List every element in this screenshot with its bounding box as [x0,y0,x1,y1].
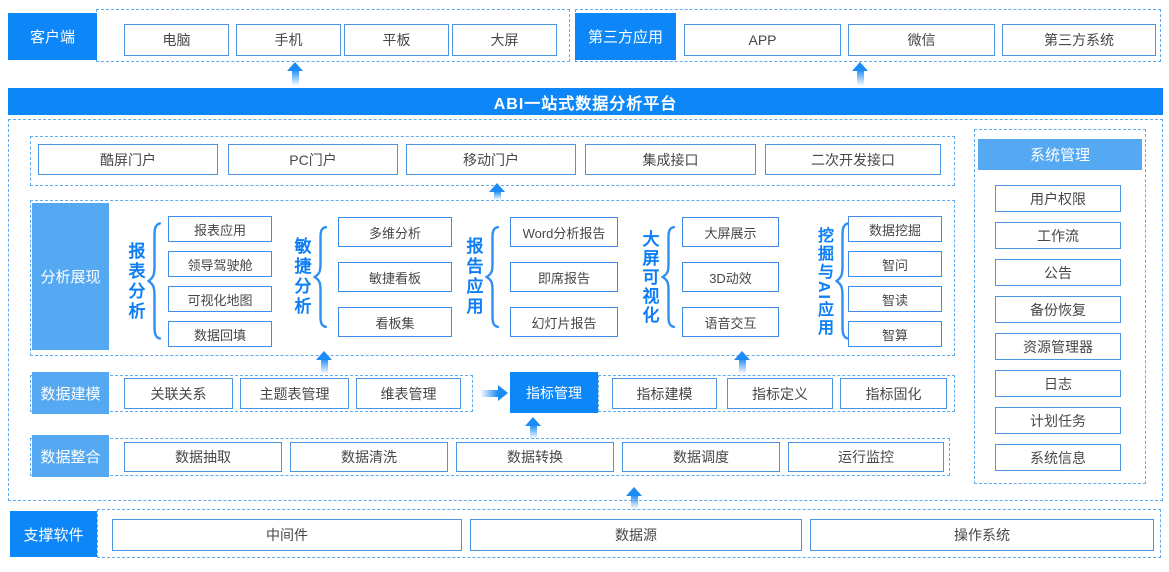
analysis-item: 大屏展示 [682,217,779,247]
analysis-item: 智读 [848,286,942,312]
analysis-label: 分析展现 [32,203,109,350]
integration-frame [30,438,950,476]
platform-banner: ABI一站式数据分析平台 [8,88,1163,115]
integration-item: 数据清洗 [290,442,448,472]
modeling-frame [30,375,473,412]
third-party-item: 微信 [848,24,995,56]
brace-icon [661,225,676,329]
modeling-item: 主题表管理 [240,378,349,409]
arrow-up-icon [287,62,303,86]
third-party-label: 第三方应用 [575,13,676,60]
arrow-right-icon [480,385,508,401]
system-item: 备份恢复 [995,296,1121,323]
system-label: 系统管理 [978,139,1142,170]
portal-box: PC门户 [228,144,398,175]
indicator-frame [598,375,955,412]
arrow-up-icon [626,487,642,509]
system-item: 公告 [995,259,1121,286]
indicator-item: 指标固化 [840,378,947,409]
analysis-item: 幻灯片报告 [510,307,618,337]
third-party-item: 第三方系统 [1002,24,1156,56]
arrow-up-icon [316,351,332,374]
analysis-item: Word分析报告 [510,217,618,247]
third-party-item: APP [684,24,841,56]
support-item: 中间件 [112,519,462,551]
arrow-up-icon [489,183,505,200]
brace-icon [147,221,162,341]
system-item: 日志 [995,370,1121,397]
brace-icon [835,221,850,341]
support-label: 支撑软件 [10,511,97,557]
analysis-group-title: 报告应用 [463,237,483,317]
portal-box: 移动门户 [406,144,576,175]
client-label: 客户端 [8,13,97,60]
client-item: 平板 [344,24,449,56]
analysis-item: 敏捷看板 [338,262,452,292]
system-item: 资源管理器 [995,333,1121,360]
system-item: 工作流 [995,222,1121,249]
portal-box: 酷屏门户 [38,144,218,175]
analysis-item: 领导驾驶舱 [168,251,272,277]
integration-item: 运行监控 [788,442,944,472]
support-frame [97,509,1161,558]
analysis-item: 数据挖掘 [848,216,942,242]
client-item: 手机 [236,24,341,56]
analysis-item: 看板集 [338,307,452,337]
analysis-group-title: 大屏可视化 [639,229,659,325]
modeling-label: 数据建模 [32,372,109,414]
indicator-label: 指标管理 [510,372,598,413]
integration-item: 数据转换 [456,442,614,472]
indicator-item: 指标建模 [612,378,717,409]
client-item: 电脑 [124,24,229,56]
analysis-item: 数据回填 [168,321,272,347]
system-item: 计划任务 [995,407,1121,434]
integration-item: 数据调度 [622,442,780,472]
analysis-item: 智算 [848,321,942,347]
analysis-item: 报表应用 [168,216,272,242]
modeling-item: 关联关系 [124,378,233,409]
client-item: 大屏 [452,24,557,56]
brace-icon [313,225,328,329]
arrow-up-icon [734,351,750,374]
indicator-item: 指标定义 [727,378,833,409]
integration-label: 数据整合 [32,435,109,477]
analysis-item: 3D动效 [682,262,779,292]
portal-box: 二次开发接口 [765,144,941,175]
analysis-group-title: 报表分析 [125,241,145,322]
support-item: 操作系统 [810,519,1154,551]
analysis-item: 即席报告 [510,262,618,292]
analysis-group-title: 敏捷分析 [291,237,311,317]
analysis-frame [30,200,955,356]
system-frame [974,129,1146,484]
arrow-up-icon [525,417,541,439]
platform-frame [8,119,1163,501]
modeling-item: 维表管理 [356,378,461,409]
integration-item: 数据抽取 [124,442,282,472]
system-item: 系统信息 [995,444,1121,471]
brace-icon [485,225,500,329]
system-item: 用户权限 [995,185,1121,212]
portal-box: 集成接口 [585,144,756,175]
analysis-item: 可视化地图 [168,286,272,312]
analysis-item: 智问 [848,251,942,277]
analysis-group-title: 挖掘与AI应用 [815,226,832,337]
support-item: 数据源 [470,519,802,551]
arrow-up-icon [852,62,868,86]
analysis-item: 多维分析 [338,217,452,247]
analysis-item: 语音交互 [682,307,779,337]
